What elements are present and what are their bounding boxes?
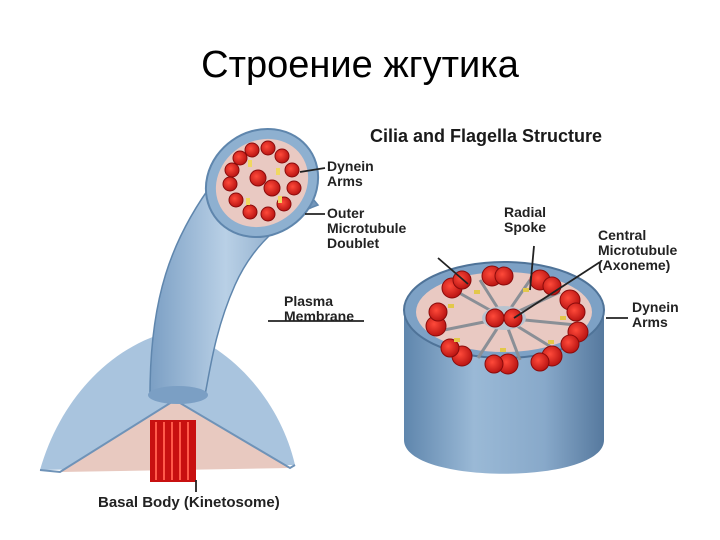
label-radial-spoke: Radial Spoke	[504, 204, 547, 235]
label-plasma-membrane: Plasma Membrane	[284, 293, 355, 324]
dynein-arms	[448, 288, 566, 352]
label-central-microtubule: Central Microtubule (Axoneme)	[598, 227, 678, 273]
central-pair	[485, 308, 523, 328]
leader-lines	[195, 167, 628, 492]
label-outer-microtubule-doublet: Outer Microtubule Doublet	[327, 205, 407, 251]
outer-doublets	[425, 265, 589, 375]
flagellum-cross-section	[204, 127, 320, 239]
basal-body	[150, 420, 196, 482]
slide-title: Строение жгутика	[201, 44, 519, 86]
label-dynein-arms-right: Dynein Arms	[632, 299, 679, 330]
label-dynein-arms-left: Dynein Arms	[327, 158, 374, 189]
label-basal-body: Basal Body (Kinetosome)	[98, 494, 280, 511]
figure-heading: Cilia and Flagella Structure	[370, 126, 603, 146]
